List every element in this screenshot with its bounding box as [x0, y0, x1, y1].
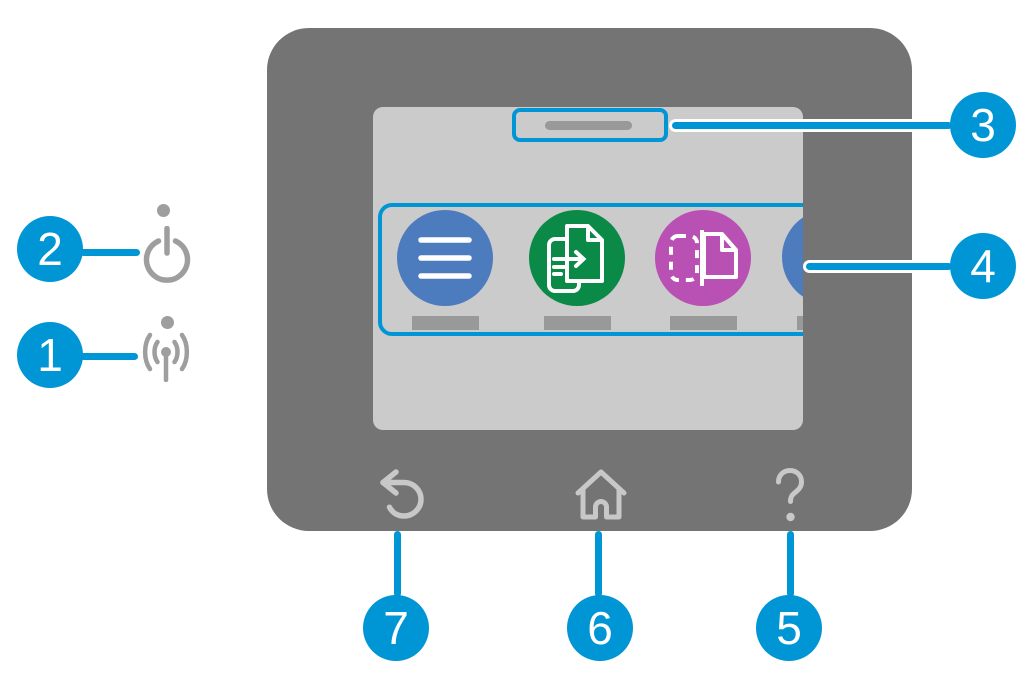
callout-line-7	[393, 531, 401, 597]
wireless-led	[160, 315, 174, 329]
callout-number: 5	[776, 602, 802, 654]
callout-number: 4	[970, 240, 996, 292]
app-menu-button[interactable]	[397, 210, 493, 306]
callout-number: 6	[587, 602, 613, 654]
callout-circle-1: 1	[17, 322, 83, 388]
callout-line-3	[672, 121, 952, 129]
status-center-bar	[545, 121, 632, 130]
callout-line-5	[786, 531, 794, 597]
wireless-button[interactable]	[140, 332, 192, 382]
callout-circle-3: 3	[950, 92, 1016, 158]
back-button[interactable]	[378, 469, 426, 525]
menu-icon	[418, 237, 472, 279]
app-label-bar	[669, 316, 737, 330]
status-callout-box	[512, 108, 668, 142]
callout-circle-6: 6	[567, 595, 633, 661]
power-icon	[143, 226, 191, 283]
wireless-icon	[142, 332, 190, 382]
callout-line-2	[80, 248, 140, 256]
copy-icon	[547, 224, 604, 293]
callout-line-4	[806, 262, 952, 270]
power-button[interactable]	[142, 226, 192, 284]
callout-line-6	[594, 531, 602, 597]
callout-number: 3	[970, 99, 996, 151]
callout-circle-2: 2	[17, 216, 83, 282]
touchscreen[interactable]	[373, 107, 803, 430]
callout-number: 7	[383, 602, 409, 654]
scan-icon	[669, 230, 738, 286]
callout-number: 1	[37, 329, 63, 381]
callout-circle-7: 7	[363, 595, 429, 661]
help-button[interactable]	[776, 468, 804, 524]
home-button[interactable]	[574, 468, 628, 522]
app-scan-button[interactable]	[655, 210, 751, 306]
help-icon	[776, 468, 804, 522]
callout-line-1	[80, 352, 138, 360]
callout-circle-5: 5	[756, 595, 822, 661]
home-icon	[575, 469, 627, 520]
apps-callout-box	[378, 203, 803, 336]
app-label-bar	[796, 316, 803, 330]
app-label-bar	[543, 316, 611, 330]
callout-circle-4: 4	[950, 233, 1016, 299]
app-copy-button[interactable]	[529, 210, 625, 306]
callout-number: 2	[37, 223, 63, 275]
power-led	[156, 203, 170, 217]
app-label-bar	[411, 316, 479, 330]
